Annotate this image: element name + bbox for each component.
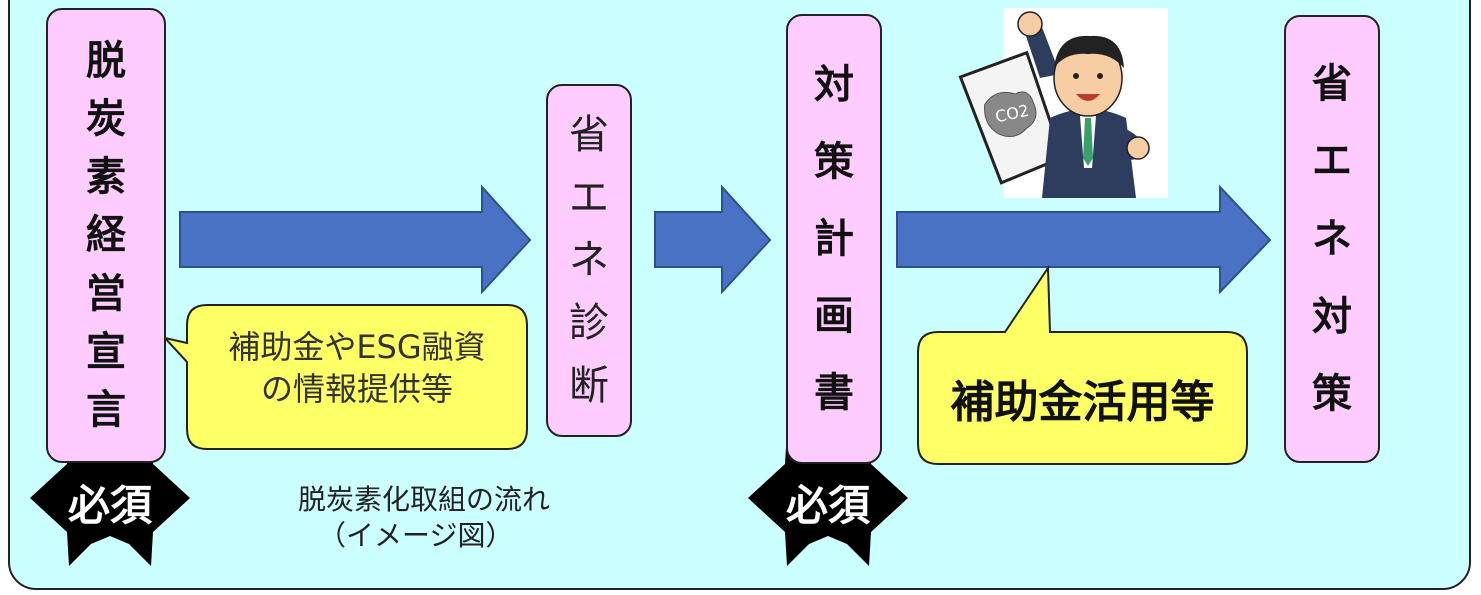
measures-char: 対 bbox=[1312, 293, 1352, 340]
subsidy-use-text: 補助金活用等 bbox=[950, 377, 1215, 428]
plan-char: 書 bbox=[814, 370, 854, 417]
subsidy-info-line2: の情報提供等 bbox=[260, 369, 453, 408]
plan-char: 計 bbox=[814, 215, 854, 262]
diagnosis-char: 診 bbox=[569, 300, 609, 347]
plan-char: 画 bbox=[814, 293, 854, 340]
measures-char: ネ bbox=[1312, 215, 1352, 262]
declaration-char: 炭 bbox=[86, 96, 126, 143]
subsidy-info-bubble bbox=[162, 304, 528, 450]
caption-line1: 脱炭素化取組の流れ bbox=[298, 483, 551, 516]
required-label-1: 必須 bbox=[67, 481, 152, 530]
subsidy-info-text: 補助金やESG融資 の情報提供等 bbox=[192, 327, 522, 410]
diagnosis-char: 断 bbox=[569, 362, 609, 409]
measures-char: エ bbox=[1312, 138, 1352, 185]
diagnosis-char: 省 bbox=[569, 112, 609, 159]
declaration-char: 経 bbox=[86, 212, 126, 259]
declaration-char: 言 bbox=[86, 386, 126, 433]
subsidy-info-line1: 補助金やESG融資 bbox=[228, 328, 486, 366]
required-label-2: 必須 bbox=[785, 481, 870, 530]
declaration-box: 脱 炭 素 経 営 宣 言 bbox=[46, 8, 166, 463]
diagnosis-box: 省 エ ネ 診 断 bbox=[546, 84, 632, 437]
plan-char: 対 bbox=[814, 61, 854, 108]
diagnosis-char: エ bbox=[569, 174, 609, 221]
subsidy-use-bubble bbox=[917, 264, 1248, 465]
required-badge-2 bbox=[748, 430, 908, 566]
measures-box: 省 エ ネ 対 策 bbox=[1284, 15, 1380, 463]
diagram-frame bbox=[8, 0, 1471, 590]
arrow-declaration-to-diagnosis bbox=[179, 184, 532, 295]
required-badge-1 bbox=[30, 430, 190, 566]
measures-char: 策 bbox=[1312, 371, 1352, 418]
diagnosis-char: ネ bbox=[569, 237, 609, 284]
declaration-char: 脱 bbox=[86, 38, 126, 85]
caption-line2: （イメージ図） bbox=[318, 519, 514, 553]
declaration-char: 宣 bbox=[86, 328, 126, 375]
measures-char: 省 bbox=[1312, 60, 1352, 107]
arrow-diagnosis-to-plan bbox=[654, 184, 772, 295]
arrow-plan-to-measures bbox=[896, 184, 1272, 295]
plan-box: 対 策 計 画 書 bbox=[786, 14, 882, 464]
businessman-with-co2-document-icon: CO2 bbox=[958, 8, 1168, 198]
plan-char: 策 bbox=[814, 138, 854, 185]
declaration-char: 素 bbox=[86, 154, 126, 201]
declaration-char: 営 bbox=[86, 270, 126, 317]
diagram-caption: 脱炭素化取組の流れ （イメージ図） bbox=[298, 482, 550, 555]
